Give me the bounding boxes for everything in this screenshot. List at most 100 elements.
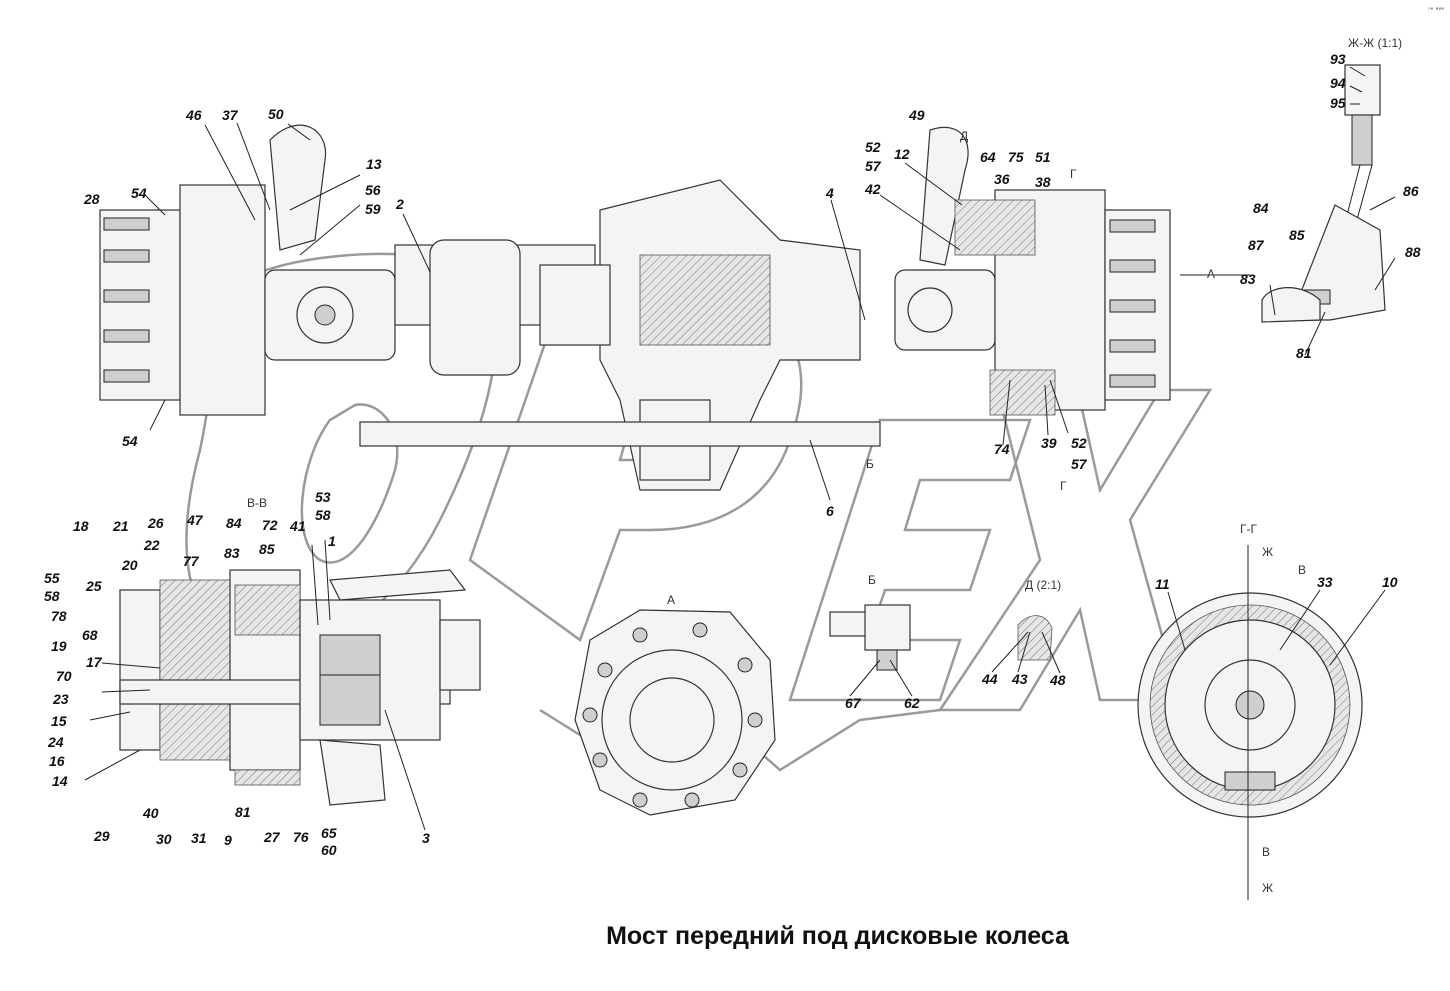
callout-84: 84 [1253,200,1269,216]
callout-78: 78 [51,608,67,624]
view-b-detail [829,604,911,671]
callout-83-section: 83 [224,545,240,561]
callout-19: 19 [51,638,67,654]
callout-18: 18 [73,518,89,534]
callout-85-section: 85 [259,541,275,557]
tie-rod [359,421,881,447]
callout-54-bottom: 54 [122,433,138,449]
callout-83: 83 [1240,271,1256,287]
callout-81-section: 81 [235,804,251,820]
callout-44: 44 [981,671,998,687]
section-label-d: Д (2:1) [1025,578,1061,592]
arrow-label-v-bottom: В [1262,845,1270,859]
right-hub-studs [1109,219,1156,388]
callout-27: 27 [263,829,281,845]
callout-38: 38 [1035,174,1051,190]
section-label-vv: В-В [247,496,267,510]
callout-43: 43 [1011,671,1028,687]
callout-22: 22 [143,537,160,553]
callout-94: 94 [1330,75,1346,91]
corner-mark: ◦▪ ▪▪▪ [1427,4,1444,13]
arrow-label-d: Д [960,129,968,143]
callout-17: 17 [86,654,103,670]
callout-28: 28 [83,191,100,207]
arrow-label-a: А [1207,267,1215,281]
callout-26: 26 [147,515,164,531]
callout-58: 58 [315,507,331,523]
callout-84-section: 84 [226,515,242,531]
section-v-v [119,569,481,806]
callout-58-section: 58 [44,588,60,604]
callout-33: 33 [1317,574,1333,590]
arrow-label-v: В [1298,563,1306,577]
callout-81: 81 [1296,345,1312,361]
view-a-bolt-circle [582,622,763,808]
callout-23: 23 [52,691,69,707]
callout-57-bottom: 57 [1071,456,1088,472]
callout-56: 56 [365,182,381,198]
callout-75: 75 [1008,149,1024,165]
callout-20: 20 [121,557,138,573]
callout-67: 67 [845,695,862,711]
callout-21: 21 [112,518,129,534]
left-hub-studs [103,217,150,383]
callout-93: 93 [1330,51,1346,67]
arrow-label-zh-bottom: Ж [1262,881,1273,895]
callout-65: 65 [321,825,337,841]
section-label-b: Б [868,573,876,587]
callout-9: 9 [224,832,232,848]
callout-12: 12 [894,146,910,162]
callout-59: 59 [365,201,381,217]
callout-10: 10 [1382,574,1398,590]
detail-zh-zh [1261,64,1386,323]
detail-d [1017,615,1053,661]
callout-60: 60 [321,842,337,858]
callout-74: 74 [994,441,1010,457]
callout-54: 54 [131,185,147,201]
callout-labels: 93 94 95 86 84 85 87 88 83 81 46 37 50 1… [44,51,1421,858]
callout-6: 6 [826,503,834,519]
section-label-zh: Ж-Ж (1:1) [1348,36,1402,50]
callout-57: 57 [865,158,882,174]
callout-31: 31 [191,830,207,846]
callout-30: 30 [156,831,172,847]
callout-39: 39 [1041,435,1057,451]
left-wheel-hub [99,209,181,401]
callout-25: 25 [85,578,102,594]
callout-46: 46 [185,107,202,123]
callout-85: 85 [1289,227,1305,243]
axle-top-view [99,124,1250,491]
callout-55: 55 [44,570,60,586]
callout-14: 14 [52,773,68,789]
callout-52-bottom: 52 [1071,435,1087,451]
callout-24: 24 [47,734,64,750]
callout-50: 50 [268,106,284,122]
drawing-title: Мост передний под дисковые колеса [606,922,1069,950]
callout-64: 64 [980,149,996,165]
section-label-a: А [667,593,675,607]
callout-51: 51 [1035,149,1051,165]
callout-2: 2 [395,196,404,212]
callout-68: 68 [82,627,98,643]
watermark-letter-e [788,418,1032,702]
callout-76: 76 [293,829,309,845]
callout-3: 3 [422,830,430,846]
callout-70: 70 [56,668,72,684]
callout-11: 11 [1155,576,1170,592]
callout-36: 36 [994,171,1010,187]
callout-62: 62 [904,695,920,711]
arrow-label-g-bottom: Г [1060,479,1067,493]
callout-72: 72 [262,517,278,533]
callout-15: 15 [51,713,67,729]
callout-13: 13 [366,156,382,172]
arrow-label-b: Б [866,457,874,471]
callout-37: 37 [222,107,239,123]
callout-42: 42 [864,181,881,197]
callout-52: 52 [865,139,881,155]
callout-87: 87 [1248,237,1265,253]
section-labels: Ж-Ж (1:1) В-В А Б Д (2:1) Г-Г А Б Д Г Г … [247,36,1402,895]
section-g-g [1137,545,1363,900]
callout-49: 49 [908,107,925,123]
callout-47: 47 [186,512,204,528]
